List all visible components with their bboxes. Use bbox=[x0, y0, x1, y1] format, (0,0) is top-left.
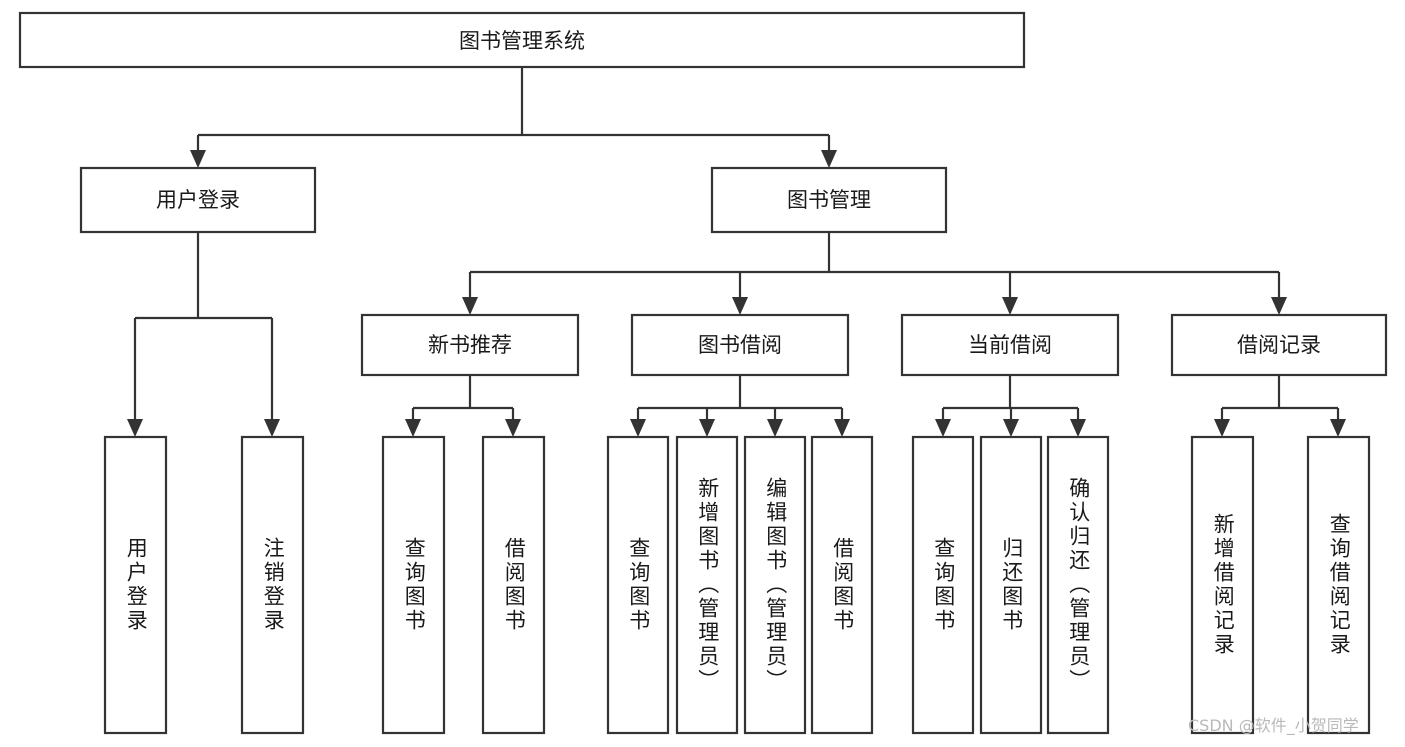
arrow-head-newbooks-leaf2 bbox=[505, 419, 521, 437]
leaf-box-current-3[interactable] bbox=[1046, 435, 1110, 735]
leaf-box-borrow-1[interactable] bbox=[606, 435, 670, 735]
leaf-box-records-2[interactable] bbox=[1306, 435, 1371, 735]
arrow-head-current-leaf3 bbox=[1070, 419, 1086, 437]
leaf-box-records-1[interactable] bbox=[1190, 435, 1255, 735]
leaf-box-login-1[interactable] bbox=[103, 435, 168, 735]
node-current-borrow-label: 当前借阅 bbox=[968, 333, 1052, 357]
arrow-head-borrow-leaf3 bbox=[767, 419, 783, 437]
csdn-watermark: CSDN @软件_小贺同学 bbox=[1188, 716, 1359, 735]
leaf-box-borrow-4[interactable] bbox=[810, 435, 874, 735]
node-root[interactable] bbox=[18, 11, 1026, 69]
arrow-head-newbooks-leaf1 bbox=[405, 419, 421, 437]
leaf-box-borrow-2[interactable] bbox=[675, 435, 739, 735]
node-root-label: 图书管理系统 bbox=[459, 29, 585, 53]
leaf-box-current-2[interactable] bbox=[979, 435, 1043, 735]
node-borrow-records-label: 借阅记录 bbox=[1237, 333, 1321, 357]
arrow-head-new-books bbox=[462, 297, 478, 315]
leaf-box-newbooks-1[interactable] bbox=[381, 435, 446, 735]
arrow-head-user-login bbox=[190, 150, 206, 168]
arrow-head-login-leaf1 bbox=[127, 419, 143, 437]
node-new-books[interactable] bbox=[360, 313, 580, 377]
node-book-borrow-label: 图书借阅 bbox=[698, 333, 782, 357]
arrow-head-book-borrow bbox=[732, 297, 748, 315]
node-current-borrow[interactable] bbox=[900, 313, 1120, 377]
node-user-login-label: 用户登录 bbox=[156, 188, 240, 212]
node-borrow-records[interactable] bbox=[1170, 313, 1388, 377]
arrow-head-borrow-leaf4 bbox=[834, 419, 850, 437]
node-book-manage[interactable] bbox=[710, 166, 948, 234]
node-book-borrow[interactable] bbox=[630, 313, 850, 377]
leaf-box-borrow-3[interactable] bbox=[743, 435, 807, 735]
arrow-head-records-leaf2 bbox=[1330, 419, 1346, 437]
node-user-login[interactable] bbox=[79, 166, 317, 234]
leaf-box-login-2[interactable] bbox=[240, 435, 305, 735]
arrow-head-login-leaf2 bbox=[264, 419, 280, 437]
arrow-head-current-leaf1 bbox=[935, 419, 951, 437]
arrow-head-current-borrow bbox=[1002, 297, 1018, 315]
node-new-books-label: 新书推荐 bbox=[428, 333, 512, 357]
leaf-box-newbooks-2[interactable] bbox=[481, 435, 546, 735]
arrow-head-borrow-records bbox=[1271, 297, 1287, 315]
arrow-head-book-manage bbox=[821, 150, 837, 168]
node-book-manage-label: 图书管理 bbox=[787, 188, 871, 212]
arrow-head-borrow-leaf2 bbox=[699, 419, 715, 437]
leaf-box-current-1[interactable] bbox=[911, 435, 975, 735]
arrow-head-borrow-leaf1 bbox=[630, 419, 646, 437]
arrow-head-current-leaf2 bbox=[1003, 419, 1019, 437]
arrow-head-records-leaf1 bbox=[1214, 419, 1230, 437]
